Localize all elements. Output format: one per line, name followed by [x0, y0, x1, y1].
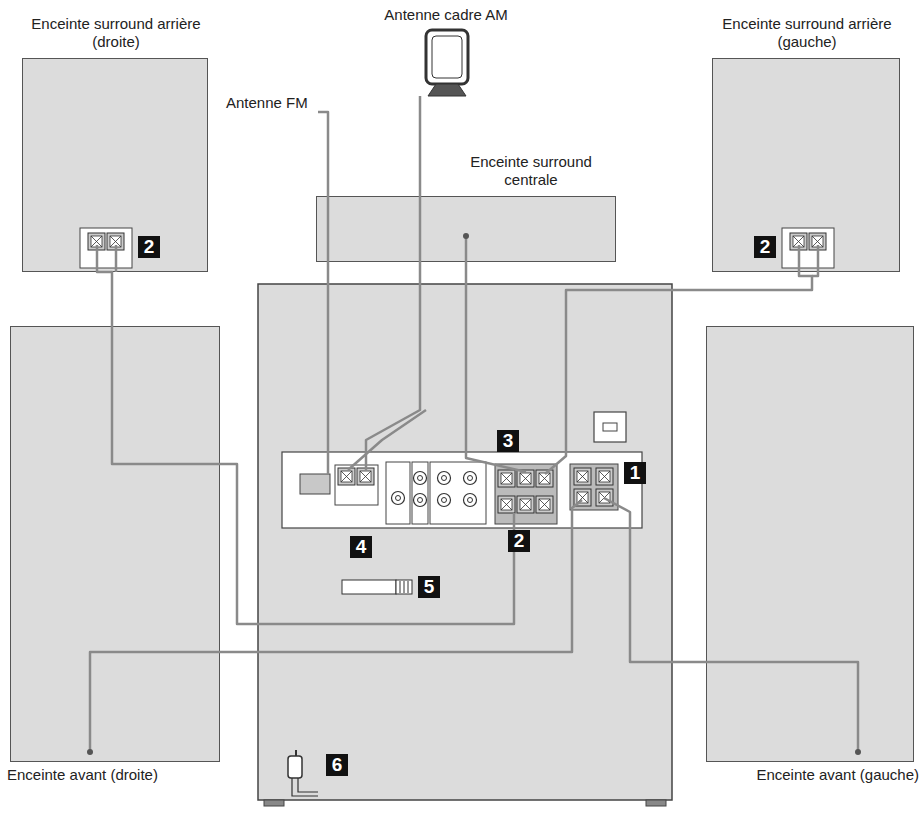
- callout-number: 6: [326, 754, 348, 776]
- speaker-wire: [348, 410, 426, 470]
- rca-jack: [438, 494, 451, 507]
- speaker-terminal-panel: [80, 228, 132, 268]
- rca-jack: [414, 494, 427, 507]
- part-label: Antenne FM: [226, 94, 308, 112]
- power-cord: [288, 750, 318, 796]
- rca-jack-core: [442, 476, 447, 481]
- speaker-box: Enceinte avant (droite): [10, 326, 220, 762]
- callout-number: 2: [508, 530, 530, 552]
- rear-panel: [282, 452, 642, 528]
- speaker-box: Enceinte avant (gauche): [706, 326, 914, 762]
- speaker-label: Enceinte surround centrale: [451, 153, 611, 189]
- speaker-terminal: [517, 470, 534, 487]
- callout-number: 5: [418, 576, 440, 598]
- speaker-box: Enceinte surround arrière (gauche): [712, 58, 900, 272]
- speaker-terminal: [498, 470, 515, 487]
- am-terminal: [338, 468, 355, 485]
- speaker-terminal-panel: [782, 228, 834, 268]
- fm-adapter-plug: [342, 580, 412, 594]
- speaker-label: Enceinte surround arrière (droite): [21, 15, 211, 51]
- unit-foot: [264, 800, 284, 806]
- rca-jack-core: [442, 498, 447, 503]
- rca-jack-core: [396, 496, 401, 501]
- callout-number: 1: [624, 462, 646, 484]
- speaker-wire: [366, 96, 420, 470]
- speaker-terminal-block: [570, 464, 618, 510]
- speaker-label: Enceinte surround arrière (gauche): [712, 15, 902, 51]
- wire-end: [87, 749, 93, 755]
- speaker-terminal: [536, 470, 553, 487]
- speaker-terminal: [596, 468, 613, 485]
- speaker-terminal: [596, 489, 613, 506]
- rca-jack: [464, 494, 477, 507]
- speaker-wire: [812, 245, 818, 276]
- wire-end: [855, 749, 861, 755]
- main-unit: [258, 284, 672, 800]
- rca-jack-core: [468, 498, 473, 503]
- speaker-box: Enceinte surround arrière (droite): [22, 58, 208, 272]
- speaker-wire: [115, 245, 118, 272]
- speaker-terminal: [88, 233, 105, 250]
- am-terminal-block: [335, 465, 378, 505]
- rca-jack: [464, 472, 477, 485]
- speaker-wire: [97, 245, 514, 624]
- vent: [594, 412, 626, 442]
- callout-number: 2: [138, 236, 160, 258]
- speaker-wire: [604, 498, 858, 752]
- speaker-label: Enceinte avant (gauche): [756, 766, 919, 784]
- rca-jack: [392, 492, 405, 505]
- jack-block: [430, 462, 486, 524]
- speaker-wire: [545, 245, 812, 474]
- am-loop-antenna: [426, 30, 468, 96]
- callout-number: 4: [350, 536, 372, 558]
- unit-foot: [646, 800, 666, 806]
- speaker-terminal: [809, 233, 826, 250]
- speaker-terminal: [517, 496, 534, 513]
- jack-block: [412, 462, 428, 524]
- speaker-terminal: [107, 233, 124, 250]
- rca-jack-core: [418, 498, 423, 503]
- vent-inner: [603, 423, 617, 431]
- speaker-wire: [90, 500, 582, 752]
- speaker-wire: [466, 236, 526, 472]
- jack-block: [386, 462, 410, 524]
- callout-number: 3: [497, 430, 519, 452]
- speaker-box: Enceinte surround centrale: [316, 196, 616, 262]
- speaker-terminal-block: [495, 464, 557, 524]
- speaker-terminal: [574, 489, 591, 506]
- wire-end: [463, 233, 469, 239]
- speaker-terminal: [536, 496, 553, 513]
- rca-jack-core: [418, 476, 423, 481]
- callout-number: 2: [754, 236, 776, 258]
- speaker-wire: [318, 112, 328, 474]
- part-label: Antenne cadre AM: [384, 6, 507, 24]
- am-terminal: [357, 468, 374, 485]
- rca-jack-core: [468, 476, 473, 481]
- rca-jack: [414, 472, 427, 485]
- rca-jack: [438, 472, 451, 485]
- speaker-terminal: [574, 468, 591, 485]
- speaker-terminal: [498, 496, 515, 513]
- speaker-terminal: [790, 233, 807, 250]
- speaker-label: Enceinte avant (droite): [7, 766, 158, 784]
- fm-jack: [300, 474, 330, 494]
